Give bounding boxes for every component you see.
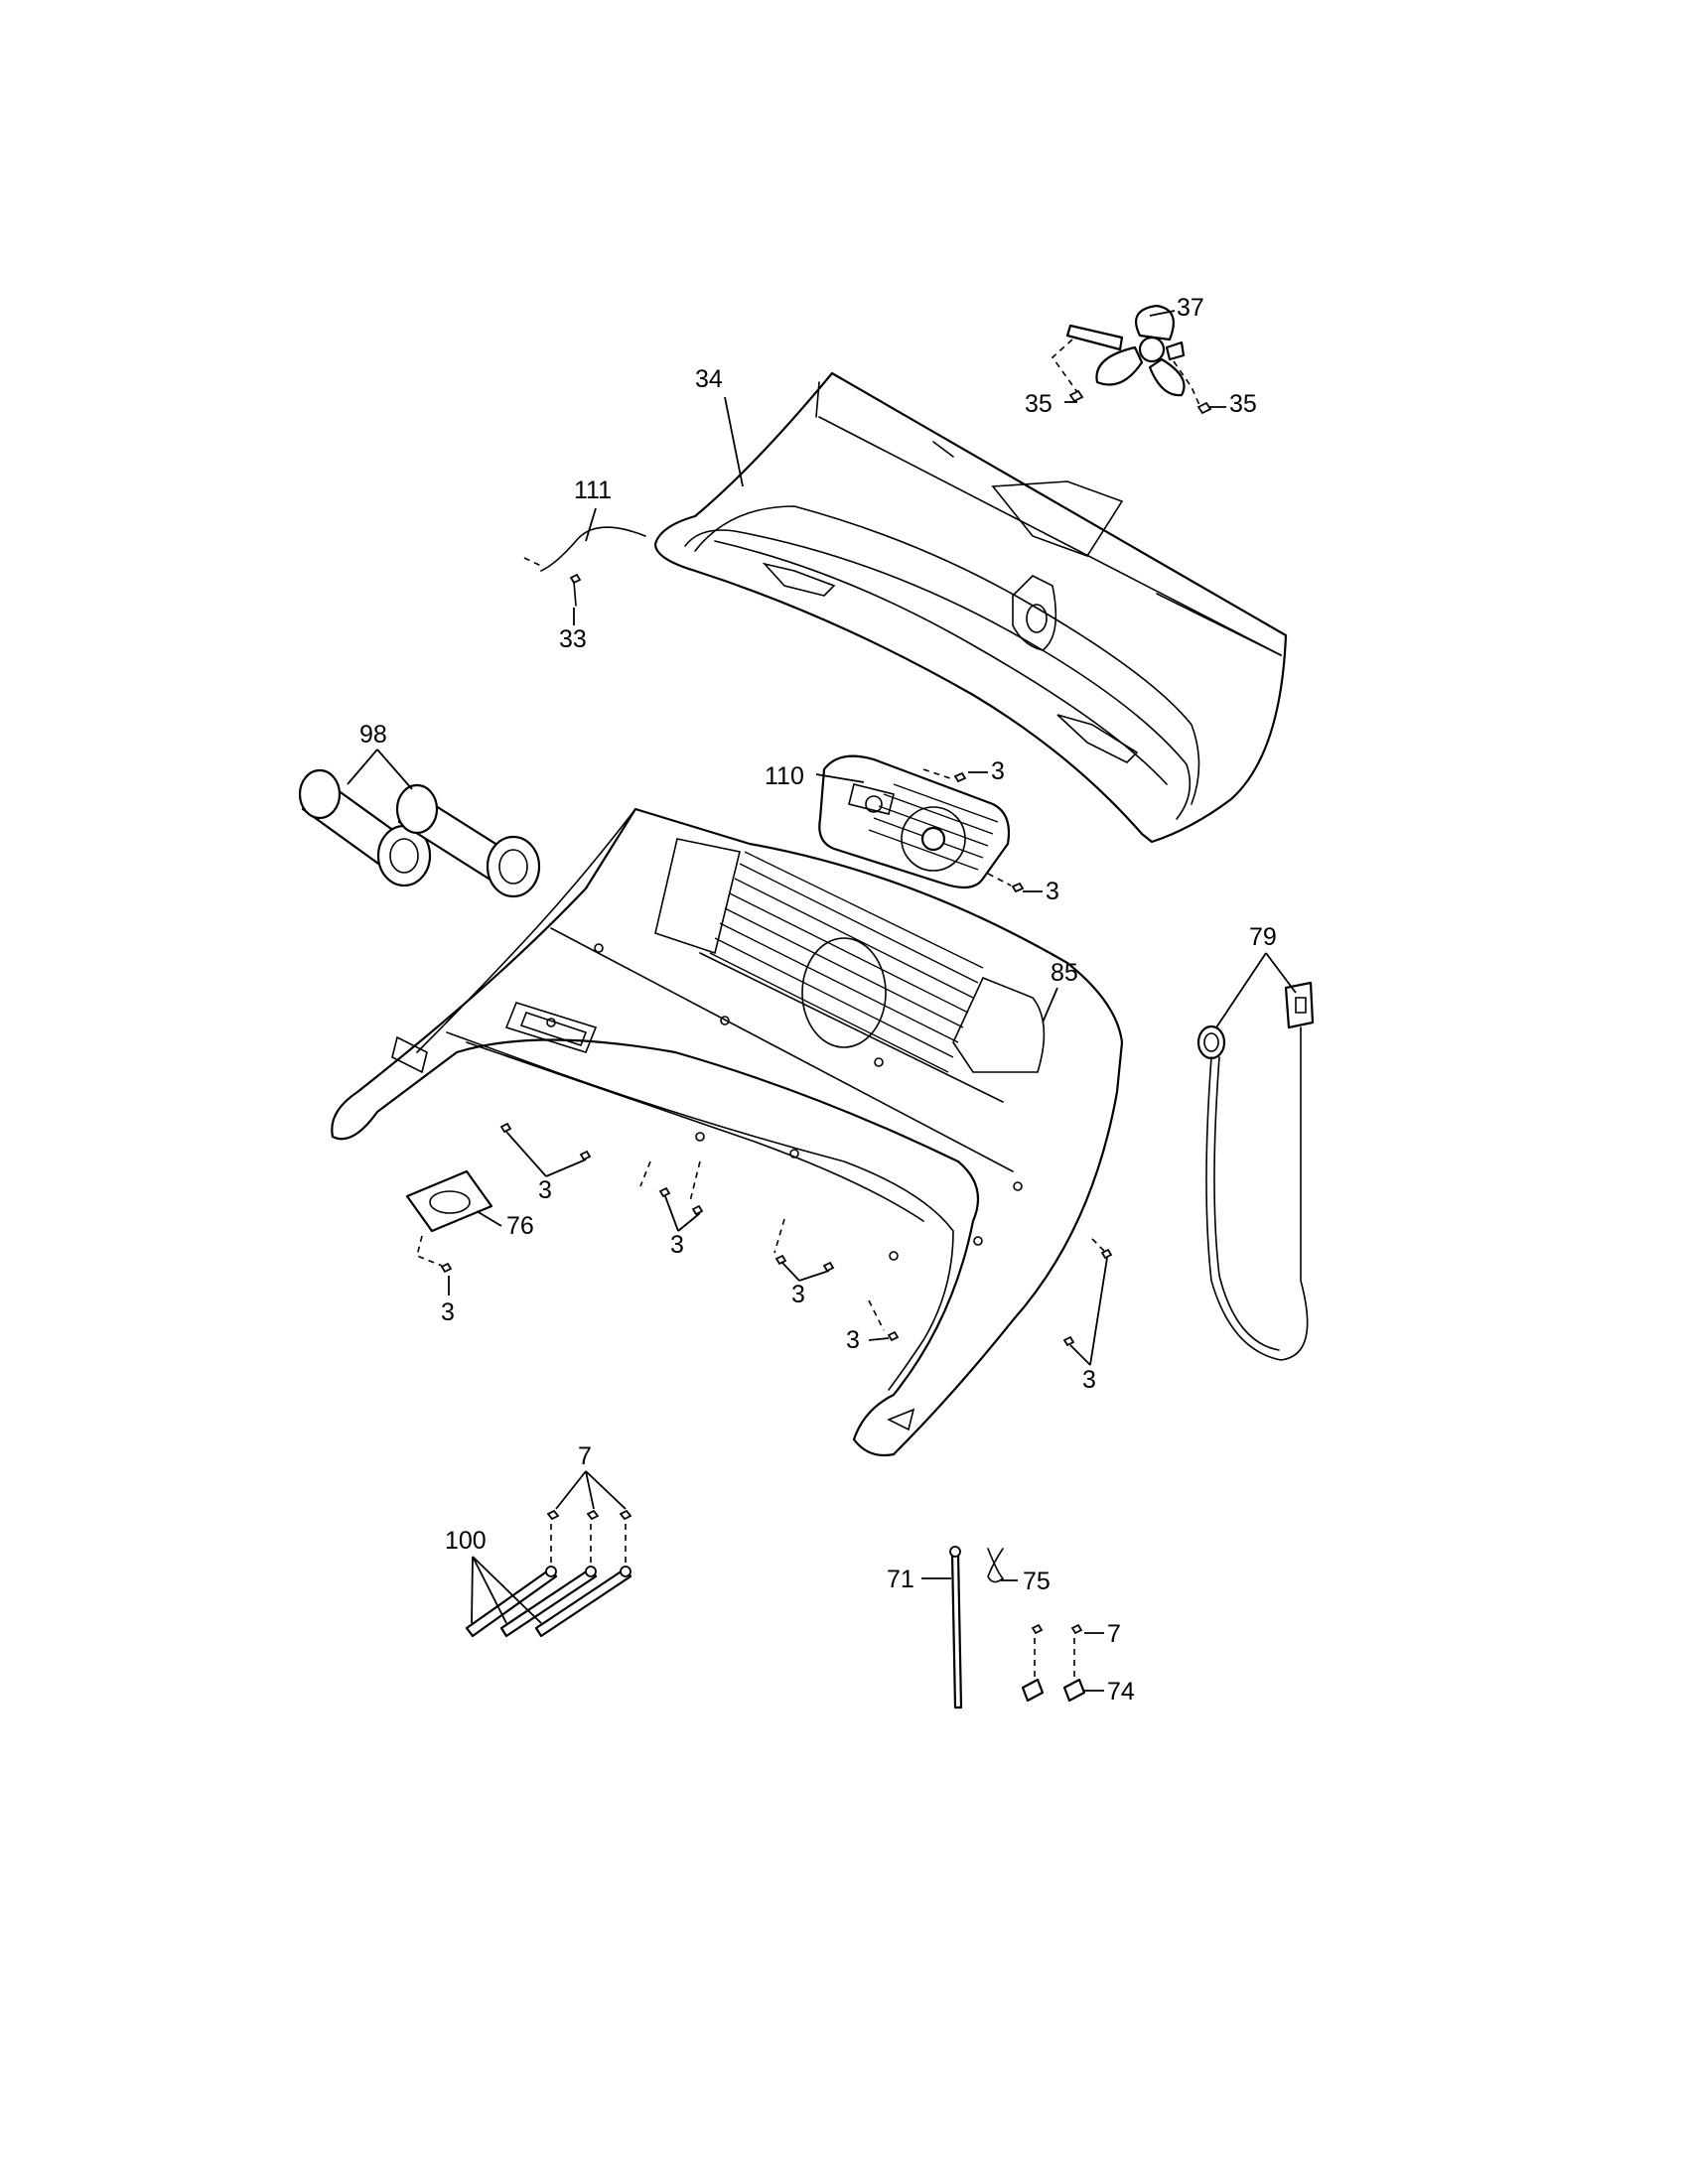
callouts: 37 35 35 34 111 33 98 110 3 3 85 79 3 76…: [359, 294, 1277, 1706]
hood-part-34: [653, 371, 1288, 844]
fan-part-37: [1051, 304, 1212, 415]
shroud-screws: [499, 1122, 1113, 1347]
dumbbells-part-98: [298, 768, 541, 898]
callout-7: 7: [578, 1442, 592, 1470]
callout-75: 75: [1023, 1568, 1051, 1595]
cord-part-79: [1196, 981, 1315, 1361]
callout-3-middle-2: 3: [791, 1281, 805, 1308]
shroud-part-85: [331, 807, 1124, 1457]
small-parts-71-75-74: [949, 1546, 1086, 1709]
grille-part-110: [818, 754, 1025, 893]
callout-100: 100: [445, 1527, 487, 1555]
callout-3-grille-bottom: 3: [1046, 878, 1059, 905]
callout-3-left: 3: [538, 1176, 552, 1204]
callout-35-left: 35: [1025, 390, 1052, 418]
callout-35-right: 35: [1229, 390, 1257, 418]
callout-79: 79: [1249, 923, 1277, 951]
callout-3-grille-top: 3: [991, 757, 1005, 785]
callout-34: 34: [695, 365, 723, 393]
callout-3-plate: 3: [441, 1298, 455, 1326]
cover-plate-part-76: [405, 1169, 493, 1274]
callout-3-right: 3: [1082, 1366, 1096, 1394]
callout-33: 33: [559, 625, 587, 653]
callout-3-middle: 3: [670, 1231, 684, 1259]
callout-76: 76: [506, 1212, 534, 1240]
callout-111: 111: [574, 477, 612, 504]
callout-98: 98: [359, 721, 387, 749]
brackets-part-100: [465, 1509, 632, 1638]
leader-lines: [347, 310, 1297, 1692]
wire-part-111: [523, 526, 646, 607]
callout-71: 71: [887, 1566, 914, 1593]
callout-110: 110: [765, 762, 804, 790]
callout-85: 85: [1051, 959, 1078, 987]
callout-3-lower: 3: [846, 1326, 860, 1354]
callout-7-screw: 7: [1107, 1620, 1121, 1648]
callout-74: 74: [1107, 1678, 1135, 1706]
callout-37: 37: [1177, 294, 1204, 322]
